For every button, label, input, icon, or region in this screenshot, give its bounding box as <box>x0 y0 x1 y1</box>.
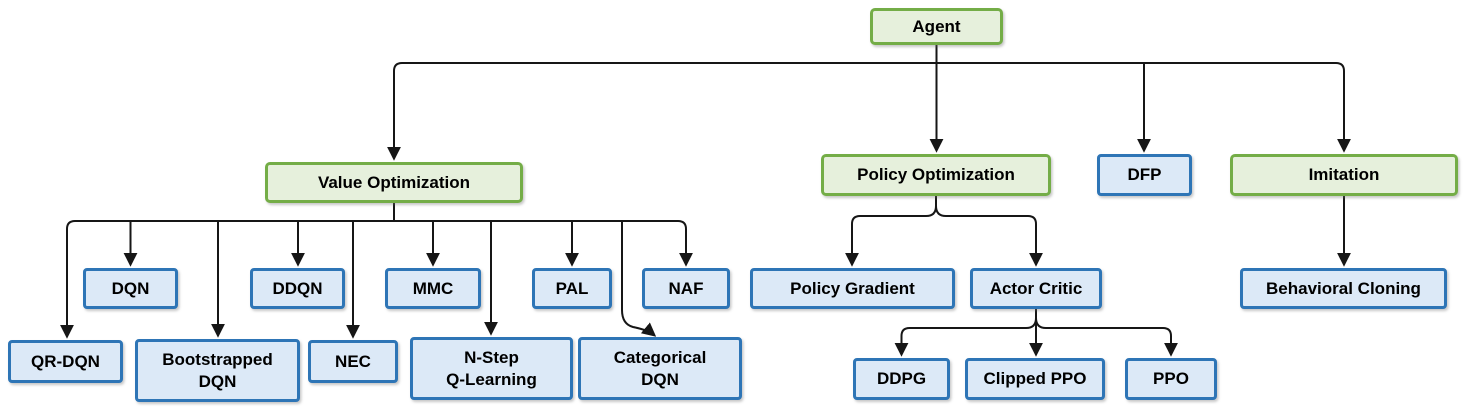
node-actor-critic: Actor Critic <box>970 268 1102 309</box>
node-ddqn: DDQN <box>250 268 345 309</box>
node-nec: NEC <box>308 340 398 383</box>
edge-actor-critic-ppo <box>1035 309 1178 357</box>
node-dqn: DQN <box>83 268 178 309</box>
node-agent: Agent <box>870 8 1003 45</box>
node-categorical-dqn: Categorical DQN <box>578 337 742 400</box>
edge-agent-imitation <box>936 62 1351 153</box>
node-ppo: PPO <box>1125 358 1217 400</box>
node-naf: NAF <box>642 268 730 309</box>
edge-value-optimization-categorical-dqn <box>621 221 657 337</box>
node-value-optimization: Value Optimization <box>265 162 523 203</box>
edge-value-optimization-naf <box>394 220 693 267</box>
node-mmc: MMC <box>385 268 481 309</box>
node-qr-dqn: QR-DQN <box>8 340 123 383</box>
node-ddpg: DDPG <box>853 358 950 400</box>
edge-actor-critic-ddpg <box>894 309 1037 357</box>
edge-agent-value-optimization <box>387 62 937 161</box>
edge-agent-dfp <box>936 62 1145 150</box>
edge-value-optimization-qr-dqn <box>60 220 394 339</box>
node-n-step-q-learning: N-Step Q-Learning <box>410 337 573 400</box>
node-clipped-ppo: Clipped PPO <box>965 358 1105 400</box>
node-behavioral-cloning: Behavioral Cloning <box>1240 268 1447 309</box>
edge-policy-optimization-actor-critic <box>935 196 1043 267</box>
node-policy-gradient: Policy Gradient <box>750 268 955 309</box>
node-imitation: Imitation <box>1230 154 1458 196</box>
node-pal: PAL <box>532 268 612 309</box>
node-policy-optimization: Policy Optimization <box>821 154 1051 196</box>
node-dfp: DFP <box>1097 154 1192 196</box>
edge-policy-optimization-policy-gradient <box>845 196 937 267</box>
node-bootstrapped-dqn: Bootstrapped DQN <box>135 339 300 402</box>
